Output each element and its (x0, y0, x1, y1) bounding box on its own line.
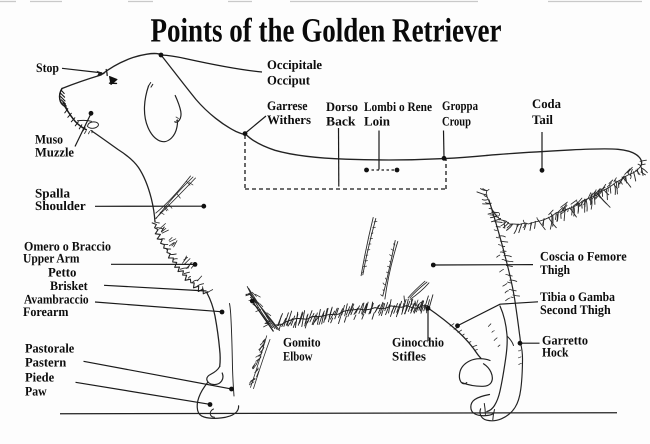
svg-text:Loin: Loin (364, 114, 391, 129)
svg-text:Back: Back (326, 114, 356, 129)
svg-text:Withers: Withers (267, 112, 311, 127)
svg-text:Coda: Coda (532, 96, 561, 111)
svg-text:Lombi o Rene: Lombi o Rene (364, 99, 432, 114)
svg-text:Coscia o Femore: Coscia o Femore (540, 249, 627, 264)
svg-text:Second Thigh: Second Thigh (540, 302, 611, 317)
svg-text:Piede: Piede (25, 370, 54, 385)
svg-text:Occipitale: Occipitale (267, 57, 322, 72)
svg-text:Forearm: Forearm (23, 304, 69, 319)
svg-text:Elbow: Elbow (283, 349, 313, 364)
svg-text:Spalla: Spalla (35, 186, 71, 201)
svg-text:Thigh: Thigh (540, 262, 571, 277)
svg-text:Pastern: Pastern (25, 355, 67, 370)
svg-text:Shoulder: Shoulder (35, 198, 86, 213)
svg-text:Brisket: Brisket (50, 278, 88, 293)
svg-text:Stifles: Stifles (392, 349, 426, 364)
svg-text:Points of the Golden Retriever: Points of the Golden Retriever (151, 13, 502, 50)
svg-text:Occiput: Occiput (267, 73, 311, 88)
svg-text:Garretto: Garretto (542, 333, 588, 348)
svg-text:Tail: Tail (532, 112, 553, 127)
svg-text:Stop: Stop (36, 60, 59, 75)
svg-text:Paw: Paw (25, 384, 47, 399)
svg-text:Upper Arm: Upper Arm (23, 251, 80, 266)
svg-text:Pastorale: Pastorale (25, 341, 74, 356)
svg-text:Garrese: Garrese (267, 98, 308, 113)
svg-text:Muzzle: Muzzle (35, 145, 74, 160)
svg-text:Groppa: Groppa (442, 98, 478, 113)
svg-text:Tibia o Gamba: Tibia o Gamba (540, 289, 615, 304)
svg-text:Hock: Hock (542, 345, 569, 360)
svg-text:Omero o Braccio: Omero o Braccio (24, 239, 111, 254)
svg-text:Dorso: Dorso (326, 99, 358, 114)
svg-text:Muso: Muso (35, 132, 63, 147)
svg-text:Ginocchio: Ginocchio (392, 335, 444, 350)
svg-text:Avambraccio: Avambraccio (24, 292, 89, 307)
svg-text:Croup: Croup (442, 114, 471, 129)
svg-text:Gomito: Gomito (283, 335, 321, 350)
svg-text:Petto: Petto (48, 265, 76, 280)
